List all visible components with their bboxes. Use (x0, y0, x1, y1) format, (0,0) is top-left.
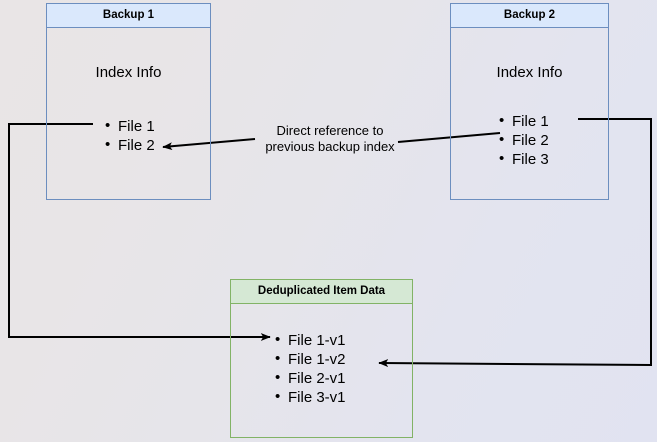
node-backup-1[interactable]: Backup 1 Index Info File 1 File 2 (46, 3, 211, 200)
node-backup-1-header: Backup 1 (47, 4, 210, 28)
list-item: File 1 (105, 116, 155, 136)
node-backup-2-header: Backup 2 (451, 4, 608, 28)
edge-label-direct-reference-line-2: previous backup index (265, 139, 395, 154)
edge-label-direct-reference-line-1: Direct reference to (276, 123, 384, 138)
edge-label-direct-reference: Direct reference to previous backup inde… (250, 123, 410, 155)
node-backup-1-file-list: File 1 File 2 (105, 116, 155, 155)
node-backup-2-index-title: Index Info (496, 64, 563, 81)
list-item: File 1-v2 (275, 349, 346, 369)
list-item: File 2 (499, 130, 549, 150)
node-backup-2-file-list: File 1 File 2 File 3 (499, 111, 549, 169)
list-item: File 3-v1 (275, 387, 346, 407)
node-deduplicated-item-data-file-list: File 1-v1 File 1-v2 File 2-v1 File 3-v1 (275, 330, 346, 407)
node-backup-1-body: Index Info File 1 File 2 (47, 28, 210, 199)
list-item: File 2-v1 (275, 368, 346, 388)
node-deduplicated-item-data[interactable]: Deduplicated Item Data File 1-v1 File 1-… (230, 279, 413, 438)
list-item: File 1-v1 (275, 330, 346, 350)
node-backup-2[interactable]: Backup 2 Index Info File 1 File 2 File 3 (450, 3, 609, 200)
node-backup-1-index-title: Index Info (95, 64, 162, 81)
list-item: File 3 (499, 149, 549, 169)
list-item: File 2 (105, 135, 155, 155)
node-backup-2-body: Index Info File 1 File 2 File 3 (451, 28, 608, 199)
list-item: File 1 (499, 111, 549, 131)
node-deduplicated-item-data-header: Deduplicated Item Data (231, 280, 412, 304)
node-deduplicated-item-data-body: File 1-v1 File 1-v2 File 2-v1 File 3-v1 (231, 304, 412, 437)
